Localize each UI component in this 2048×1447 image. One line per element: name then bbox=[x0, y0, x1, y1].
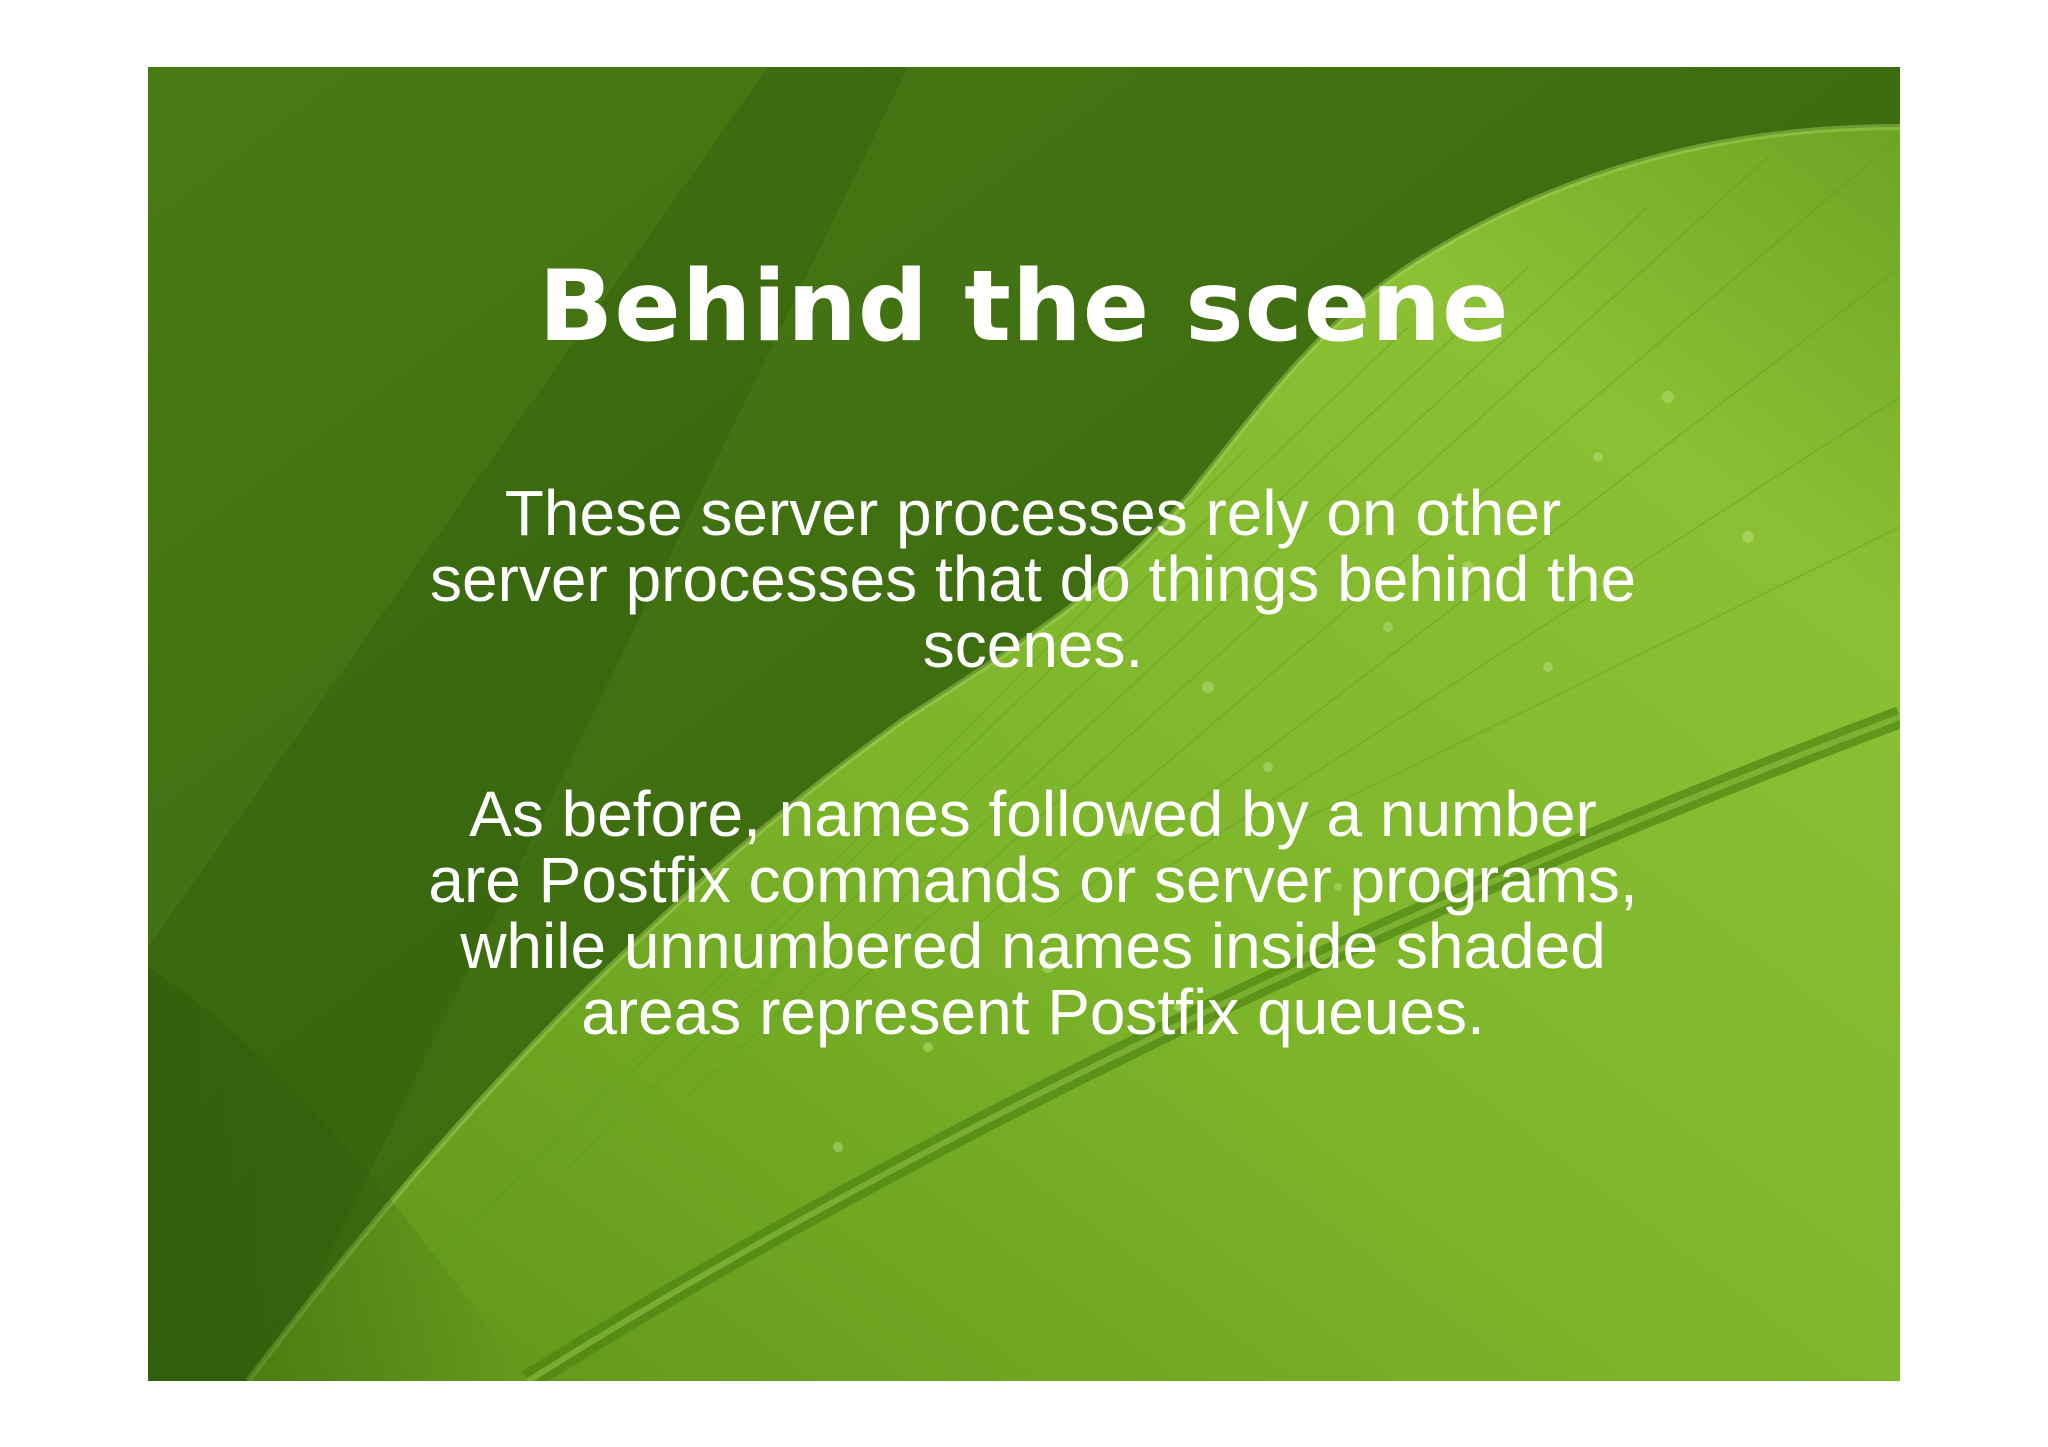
slide-title: Behind the scene bbox=[538, 250, 1510, 364]
paragraph-2: As before, names followed by a number ar… bbox=[428, 778, 1638, 1048]
paragraph-1: These server processes rely on other ser… bbox=[429, 477, 1637, 681]
leaf-background-image bbox=[148, 67, 1900, 1381]
slide: Behind the scene These server processes … bbox=[148, 67, 1900, 1381]
